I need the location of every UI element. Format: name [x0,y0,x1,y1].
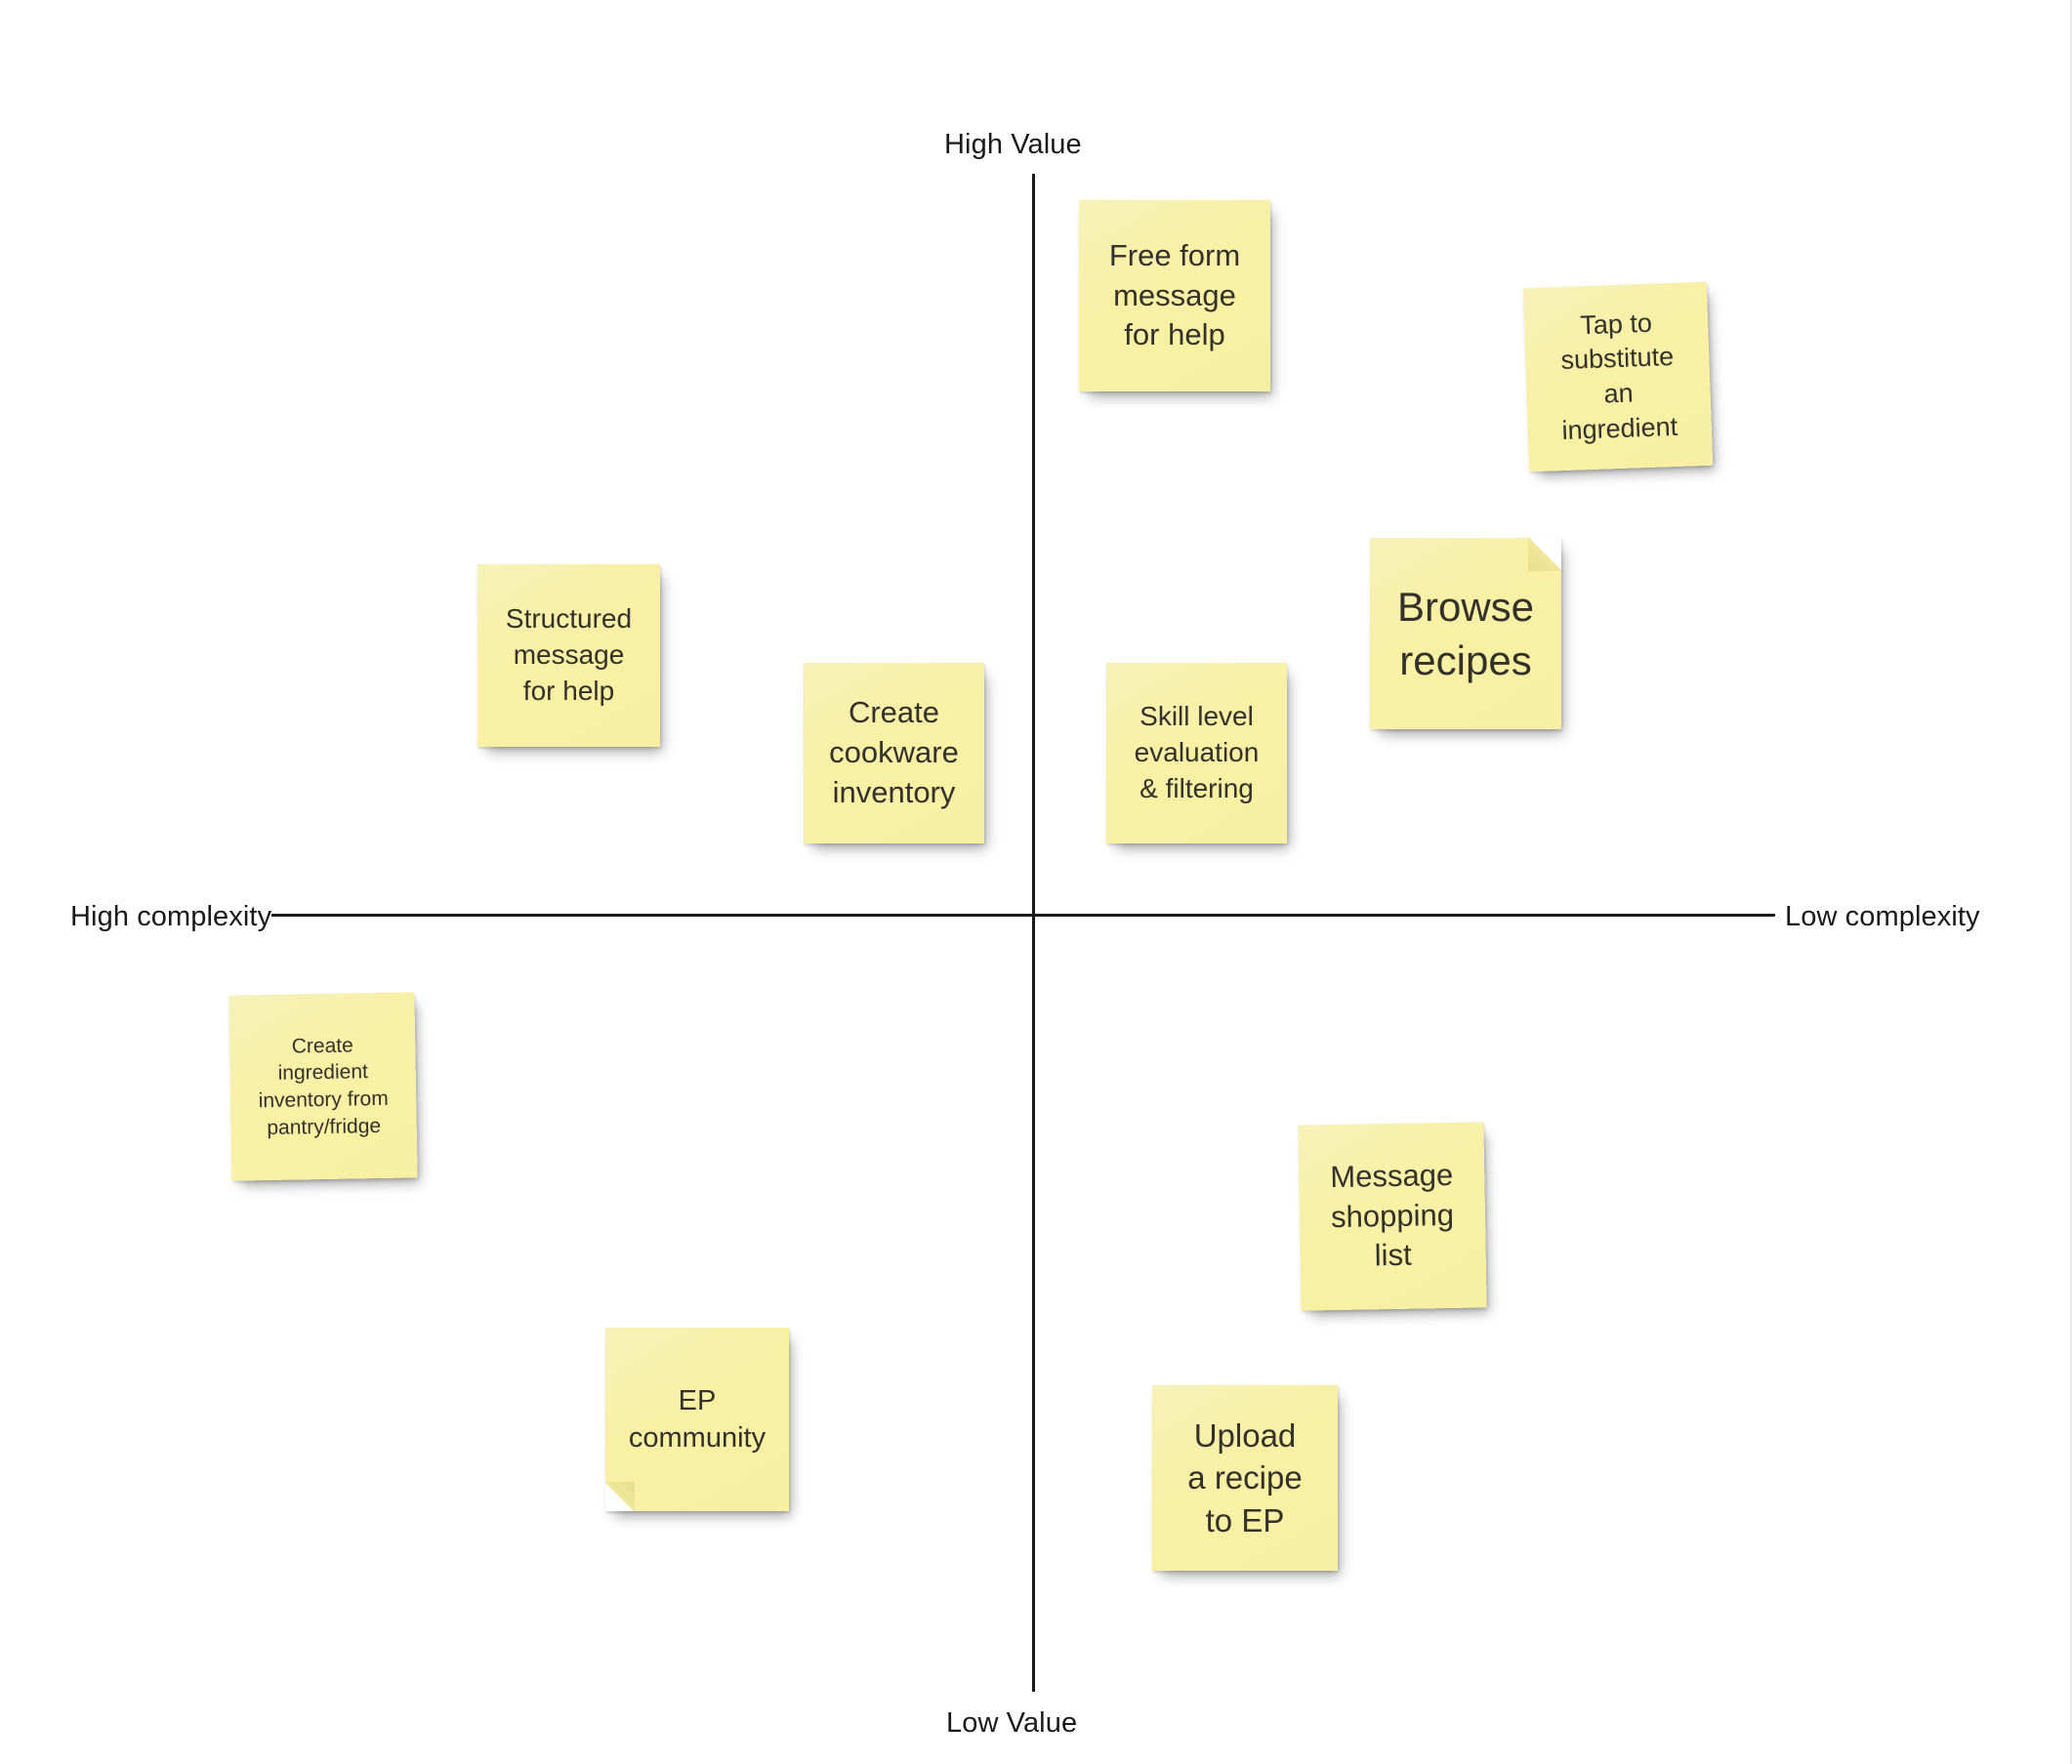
sticky-note-create-ingredient-inventory-from-pantry-fridge[interactable]: Create ingredient inventory from pantry/… [228,992,418,1181]
sticky-note-text: Browse recipes [1396,583,1535,683]
sticky-note-text: Free form message for help [1108,237,1241,352]
complexity-axis-line [271,914,1775,917]
sticky-note-text: EP community [628,1384,767,1454]
sticky-note-text: Create cookware inventory [829,695,959,809]
sticky-note-text: Message shopping list [1330,1157,1455,1273]
axis-label-low-complexity: Low complexity [1785,901,1980,932]
sticky-note-text: Upload a recipe to EP [1187,1416,1303,1538]
axis-label-high-complexity: High complexity [70,901,272,932]
value-axis-line [1032,174,1035,1692]
sticky-note-upload-a-recipe-to-ep[interactable]: Upload a recipe to EP [1152,1385,1338,1571]
sticky-note-free-form-message-for-help[interactable]: Free form message for help [1079,200,1270,391]
sticky-note-text: Skill level evaluation & filtering [1134,701,1260,803]
sticky-note-message-shopping-list[interactable]: Message shopping list [1298,1122,1487,1311]
sticky-note-text: Structured message for help [505,603,633,706]
sticky-note-text: Tap to substitute an ingredient [1560,308,1678,445]
sticky-note-tap-to-substitute-an-ingredient[interactable]: Tap to substitute an ingredient [1522,281,1714,472]
sticky-note-text: Create ingredient inventory from pantry/… [258,1034,389,1139]
axis-label-high-value: High Value [944,129,1082,160]
sticky-note-ep-community[interactable]: EP community [605,1328,789,1511]
sticky-note-browse-recipes[interactable]: Browse recipes [1370,538,1561,729]
axis-label-low-value: Low Value [946,1707,1078,1739]
sticky-note-structured-message-for-help[interactable]: Structured message for help [477,564,660,747]
sticky-note-create-cookware-inventory[interactable]: Create cookware inventory [804,663,984,843]
sticky-note-skill-level-evaluation-and-filtering[interactable]: Skill level evaluation & filtering [1106,663,1287,843]
